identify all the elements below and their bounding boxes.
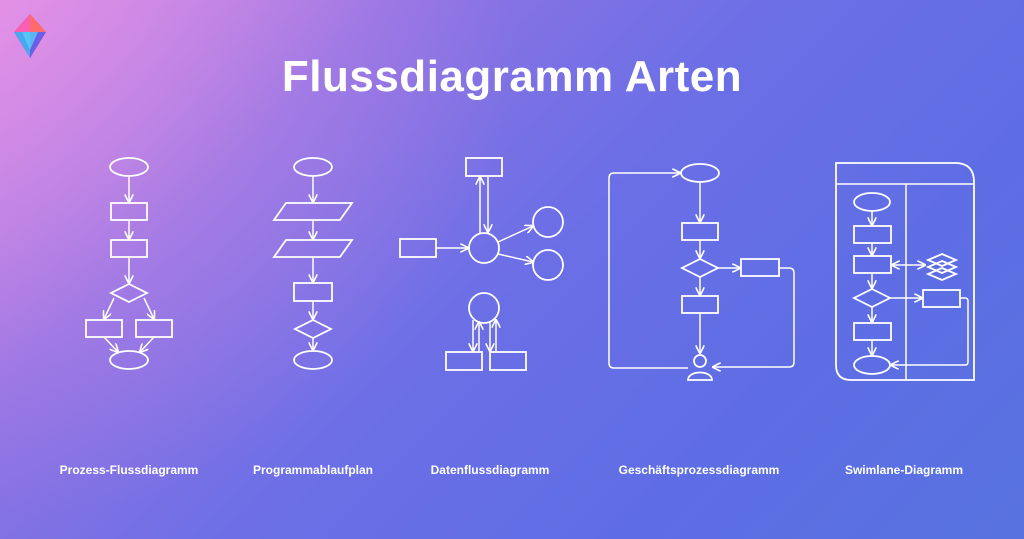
gem-logo-icon xyxy=(14,14,46,58)
program-flowchart-diagram xyxy=(272,157,354,370)
process-flowchart-diagram xyxy=(85,157,173,370)
label-swimlane-diagram: Swimlane-Diagramm xyxy=(844,463,964,477)
data-flow-diagram xyxy=(399,157,564,371)
label-process-flowchart: Prozess-Flussdiagramm xyxy=(59,463,199,477)
swimlane-diagram xyxy=(835,162,975,381)
label-program-flowchart: Programmablaufplan xyxy=(252,463,374,477)
person-icon xyxy=(687,354,713,381)
layers-icon xyxy=(925,253,959,281)
page-title: Flussdiagramm Arten xyxy=(281,52,743,101)
label-data-flow-diagram: Datenflussdiagramm xyxy=(430,463,550,477)
business-process-diagram xyxy=(608,163,795,381)
label-business-process: Geschäftsprozessdiagramm xyxy=(618,463,780,477)
